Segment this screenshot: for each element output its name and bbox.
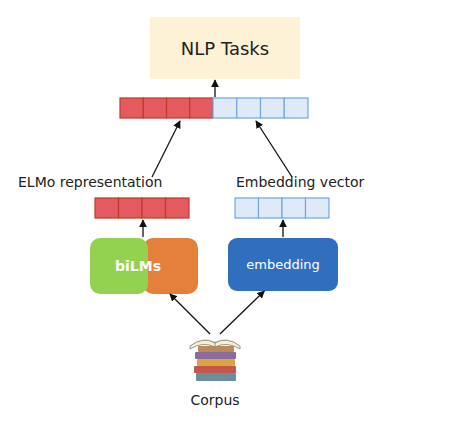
embedding-vector <box>235 198 329 218</box>
flow-arrow <box>170 294 210 334</box>
corpus-books-icon <box>190 340 240 381</box>
elmo-vector <box>95 198 189 218</box>
layout-arrows <box>143 80 292 237</box>
concat-vector <box>120 98 308 118</box>
node-text: embedding <box>246 257 320 272</box>
corpus-node: Corpus <box>184 334 246 408</box>
task-box: NLP Tasks <box>150 17 300 79</box>
node-text: Corpus <box>190 392 239 408</box>
node-text: NLP Tasks <box>181 38 269 59</box>
vector-label: Embedding vector <box>236 174 364 190</box>
flow-arrow <box>220 291 264 334</box>
node-text: biLMs <box>115 258 161 274</box>
embedding-box: embedding <box>228 238 338 291</box>
bilm-box: biLMs <box>90 238 198 294</box>
vector-label: ELMo representation <box>18 174 162 190</box>
